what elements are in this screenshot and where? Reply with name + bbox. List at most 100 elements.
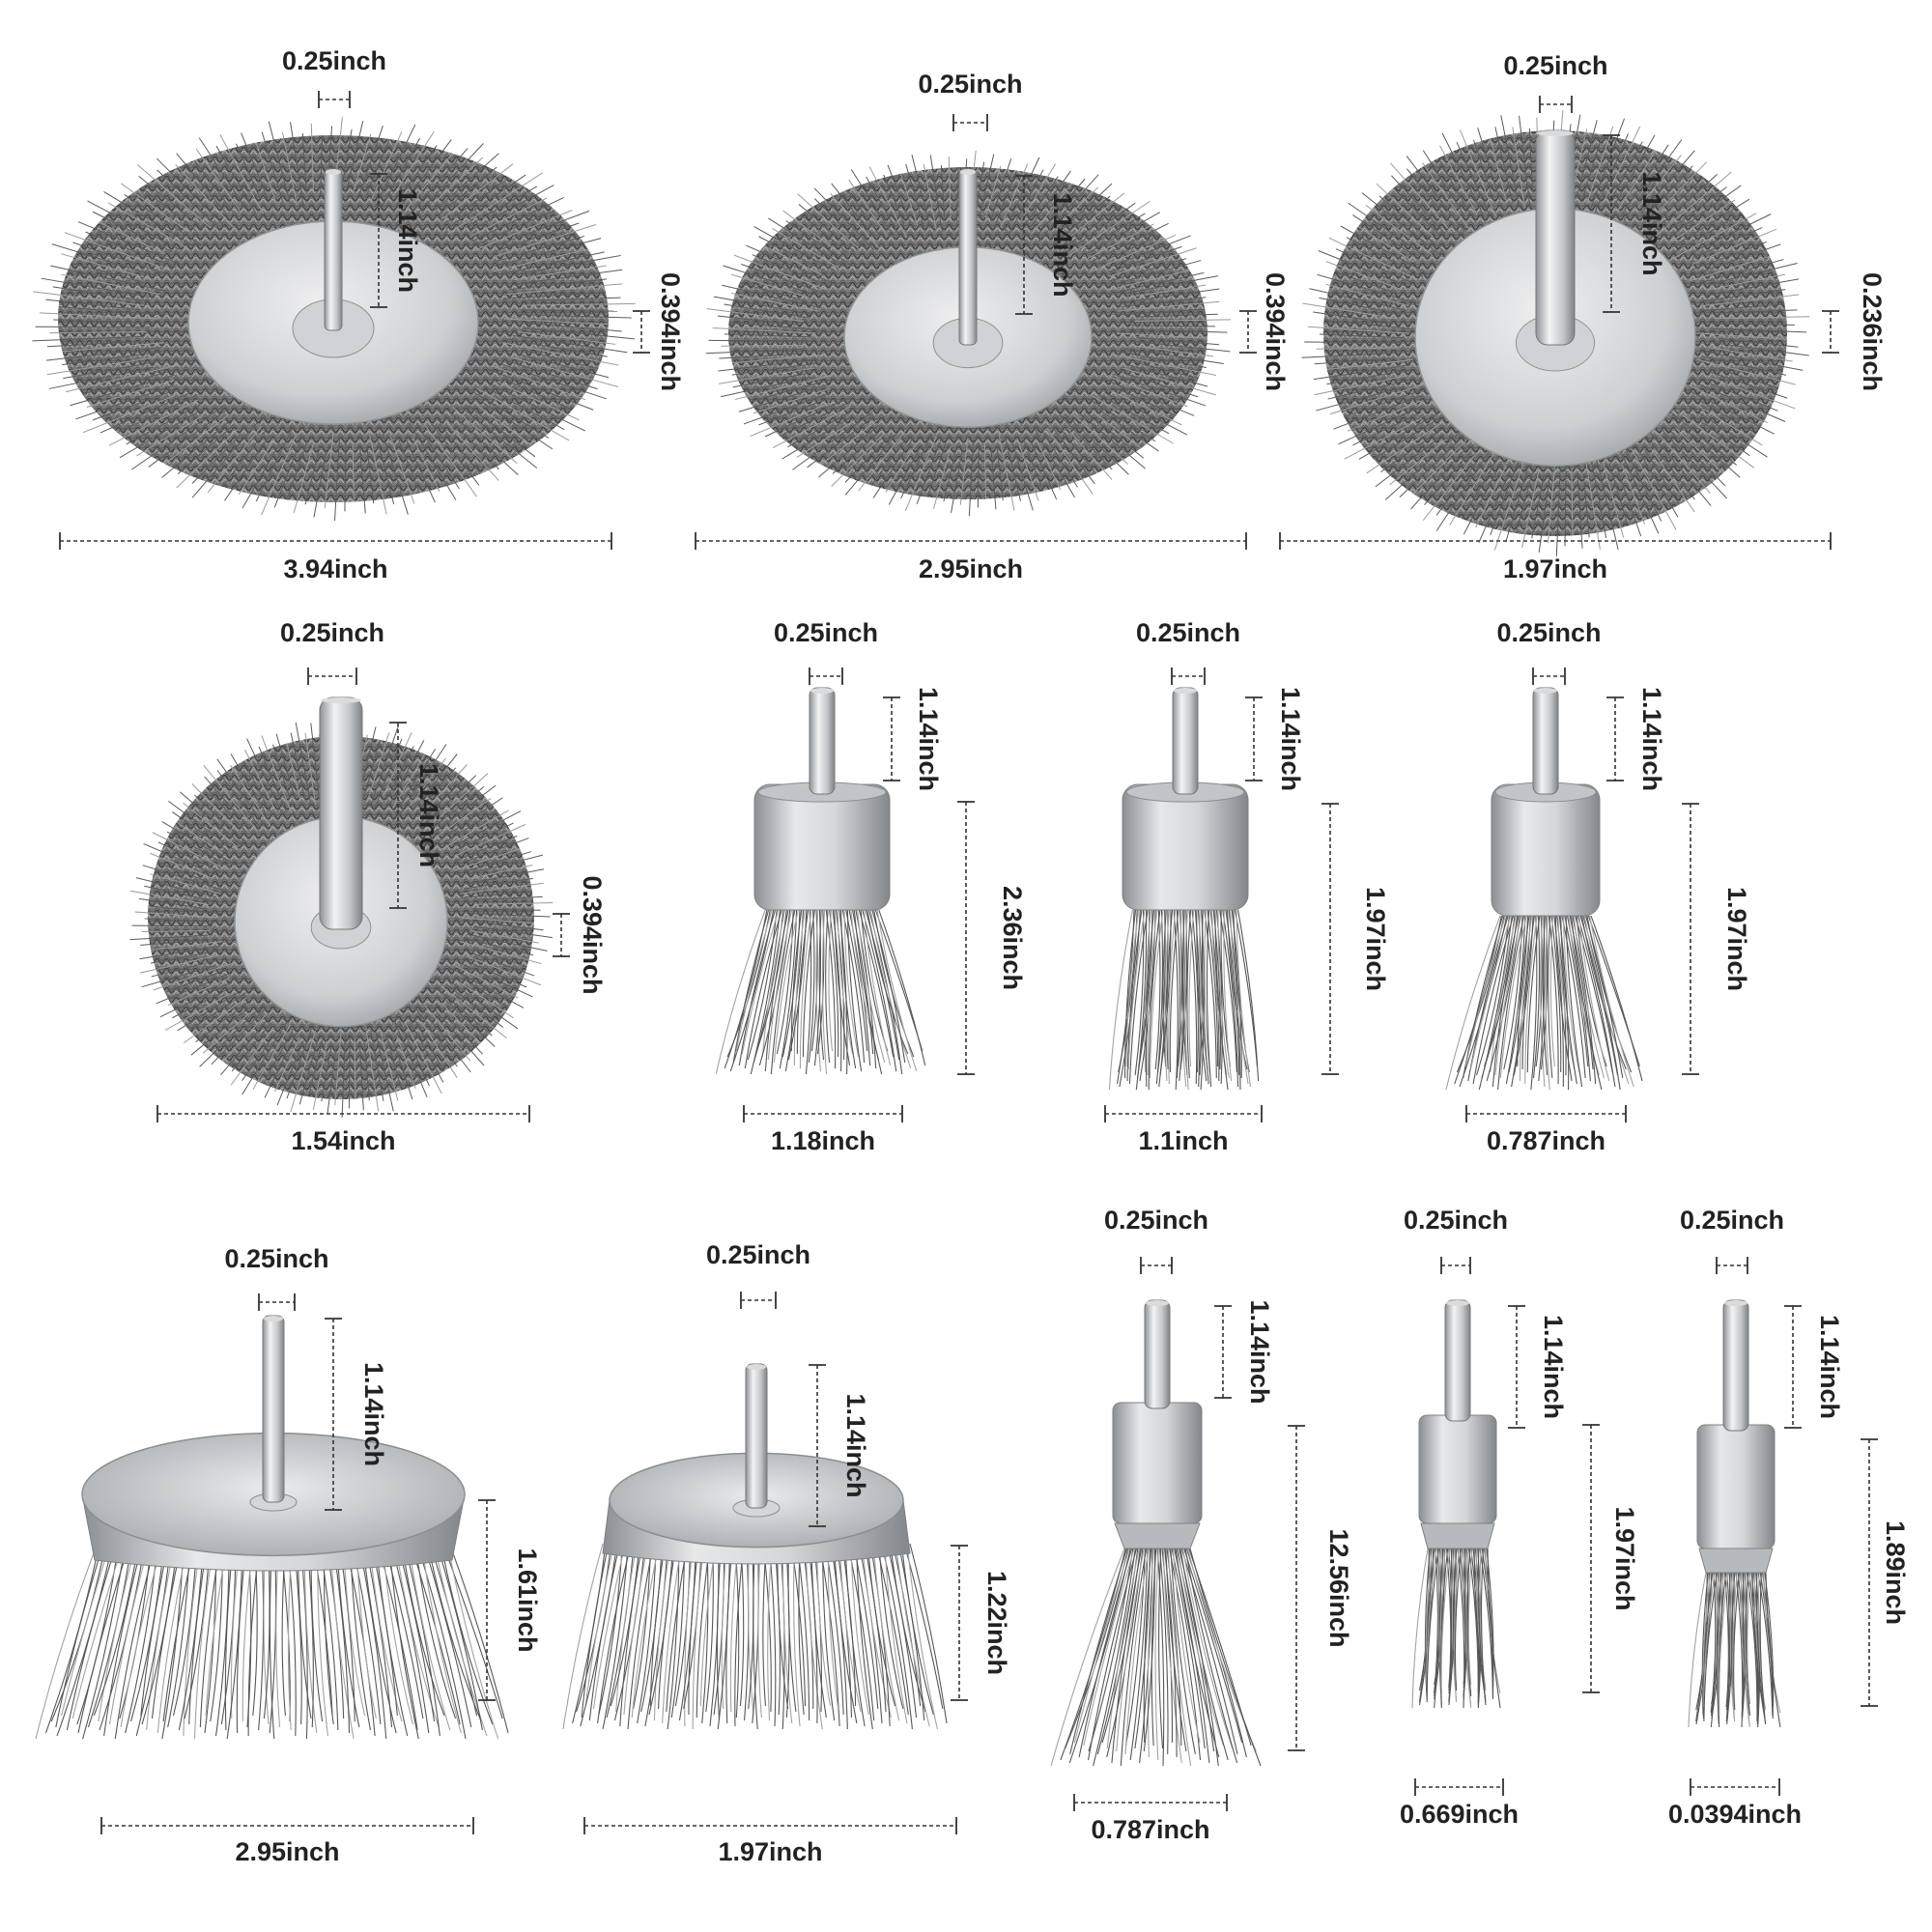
shank [1722,1299,1749,1432]
dim-shank-end-1-1: 0.25inch [1136,618,1240,685]
dim-length-end-1-18-label: 1.14inch [914,687,943,791]
dim-length-pencil-0-787-label: 1.14inch [1245,1299,1274,1404]
dim-thick-wheel-1-97-label: 0.236inch [1858,272,1887,391]
dim-length-wheel-1-97: 1.14inch [1603,134,1666,313]
dim-thick-wheel-3-94: 0.394inch [633,272,685,391]
dim-diam-end-1-1: 1.1inch [1104,1105,1263,1155]
dim-diam-cup-2-95: 2.95inch [100,1817,474,1866]
dim-thick-wheel-1-97: 0.236inch [1822,272,1887,391]
dim-thick-wheel-1-54-label: 0.394inch [578,875,607,994]
shank [1535,129,1576,346]
dim-shank-pencil-0-0394: 0.25inch [1680,1206,1784,1274]
dim-length-pencil-0-669: 1.14inch [1508,1305,1568,1429]
dim-length-pencil-0-787: 1.14inch [1214,1299,1274,1405]
dim-shank-pencil-0-0394-label: 0.25inch [1680,1206,1784,1235]
dim-thick-wheel-1-54: 0.394inch [553,875,607,995]
shank [324,168,343,331]
dim-shank-pencil-0-669-label: 0.25inch [1404,1206,1508,1235]
dim-height-pencil-0-669: 1.97inch [1582,1424,1639,1693]
end-brush-c [1445,687,1643,1091]
dim-length-wheel-1-54: 1.14inch [389,722,443,909]
dim-shank-wheel-2-95: 0.25inch [918,70,1023,131]
dim-height-pencil-0-0394: 1.89inch [1861,1438,1910,1707]
dim-shank-cup-2-95: 0.25inch [224,1244,329,1311]
dim-length-end-0-787-label: 1.14inch [1637,687,1666,791]
dim-shank-wheel-3-94: 0.25inch [282,46,386,108]
dim-shank-wheel-2-95-label: 0.25inch [918,70,1022,99]
dim-diam-wheel-1-54-label: 1.54inch [291,1126,395,1155]
dim-height-pencil-0-0394-label: 1.89inch [1881,1520,1910,1625]
shank [958,168,978,346]
dim-diam-end-1-1-label: 1.1inch [1138,1126,1228,1155]
dim-diam-end-0-787: 0.787inch [1465,1105,1627,1155]
dim-length-cup-1-97: 1.14inch [809,1364,870,1527]
dim-shank-wheel-1-54: 0.25inch [280,618,384,685]
dim-shank-cup-2-95-label: 0.25inch [224,1244,328,1273]
wheel-brush-c [1301,110,1810,557]
end-brush-b [1108,687,1260,1091]
dim-length-pencil-0-0394: 1.14inch [1784,1305,1844,1429]
dim-length-pencil-0-669-label: 1.14inch [1539,1315,1568,1419]
dim-diam-cup-2-95-label: 2.95inch [235,1837,339,1866]
wheel-brush-a [32,117,636,522]
dim-height-end-1-18-label: 2.36inch [998,886,1027,990]
dim-shank-end-1-18: 0.25inch [774,618,878,685]
dim-length-pencil-0-0394-label: 1.14inch [1815,1315,1844,1419]
dim-diam-pencil-0-787: 0.787inch [1073,1794,1228,1844]
metal-cap [1122,783,1249,911]
crimp [1420,1522,1495,1549]
shank [1144,1299,1171,1409]
shank [1532,687,1559,795]
dim-length-cup-2-95-label: 1.14inch [359,1362,388,1466]
dim-length-wheel-3-94: 1.14inch [370,173,422,308]
metal-cap [753,783,891,911]
collar [1696,1424,1776,1549]
dim-diam-end-1-18: 1.18inch [743,1105,903,1155]
dim-shank-pencil-0-669: 0.25inch [1404,1206,1508,1274]
dim-length-end-1-18: 1.14inch [883,687,943,791]
dim-shank-end-1-1-label: 0.25inch [1136,618,1240,647]
dim-diam-end-1-18-label: 1.18inch [771,1126,875,1155]
dim-diam-wheel-1-54: 1.54inch [156,1105,530,1155]
dim-height-cup-2-95: 1.61inch [478,1499,542,1701]
dim-length-wheel-3-94-label: 1.14inch [393,188,422,293]
dim-height-end-1-1: 1.97inch [1321,803,1390,1075]
dim-shank-wheel-1-97-label: 0.25inch [1503,51,1607,80]
dim-shank-wheel-1-97: 0.25inch [1503,51,1608,113]
end-brush-a [715,687,926,1075]
dim-shank-pencil-0-787-label: 0.25inch [1104,1206,1208,1235]
collar [1418,1414,1497,1524]
dim-length-end-1-1: 1.14inch [1245,687,1305,791]
dim-diam-end-0-787-label: 0.787inch [1487,1126,1605,1155]
dim-height-pencil-0-787: 12.56inch [1288,1425,1353,1751]
dim-height-pencil-0-787-label: 12.56inch [1324,1528,1353,1647]
shank [319,696,363,930]
dim-shank-cup-1-97-label: 0.25inch [706,1240,810,1269]
pencil-brush-b [1411,1299,1501,1709]
dim-diam-wheel-1-97: 1.97inch [1279,532,1832,583]
dim-length-end-1-1-label: 1.14inch [1276,687,1305,791]
dim-length-wheel-1-54-label: 1.14inch [414,763,443,867]
dim-diam-pencil-0-669: 0.669inch [1400,1778,1519,1829]
collar [1112,1402,1203,1524]
dim-height-end-1-1-label: 1.97inch [1361,887,1390,991]
shank [1444,1299,1471,1422]
dim-diam-pencil-0-669-label: 0.669inch [1400,1800,1519,1829]
dim-height-end-1-18: 2.36inch [957,801,1027,1075]
crimp [1114,1522,1201,1549]
pencil-brush-a [1050,1299,1262,1767]
metal-cap [1491,783,1601,917]
dim-length-wheel-3-95: 1.14inch [1015,175,1077,315]
shank [1172,687,1199,795]
dim-diam-pencil-0-0394-label: 0.0394inch [1668,1800,1802,1829]
dim-length-cup-2-95: 1.14inch [325,1318,388,1511]
pencil-brush-c [1688,1299,1781,1728]
dim-diam-wheel-3-94: 3.94inch [59,532,612,583]
dim-height-cup-2-95-label: 1.61inch [513,1548,542,1652]
dim-shank-cup-1-97: 0.25inch [706,1240,810,1309]
dim-thick-wheel-3-94-label: 0.394inch [656,272,685,391]
dim-diam-wheel-3-94-label: 3.94inch [283,554,387,583]
dim-height-cup-1-97-label: 1.22inch [982,1571,1011,1675]
dim-diam-wheel-2-95: 2.95inch [695,532,1247,583]
dim-diam-cup-1-97-label: 1.97inch [718,1837,822,1866]
